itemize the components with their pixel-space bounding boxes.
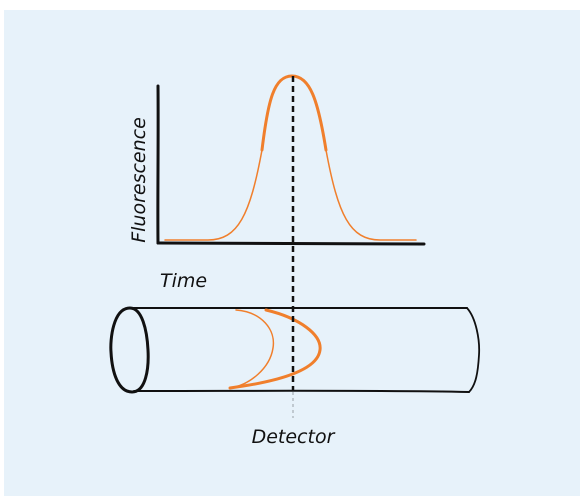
capillary-tube	[109, 306, 481, 394]
sample-profile-thick	[228, 308, 322, 390]
tube-front-opening	[109, 306, 150, 394]
fluorescence-baseline	[164, 149, 417, 241]
tube-back-end	[466, 307, 481, 393]
tube-bottom-edge	[133, 389, 470, 393]
x-axis	[156, 241, 426, 246]
fluorescence-plot: Fluorescence Time	[128, 74, 426, 292]
detector-label: Detector	[252, 426, 336, 448]
x-axis-label: Time	[160, 270, 207, 292]
y-axis-label: Fluorescence	[128, 117, 150, 243]
sample-profile-thin	[229, 309, 275, 389]
